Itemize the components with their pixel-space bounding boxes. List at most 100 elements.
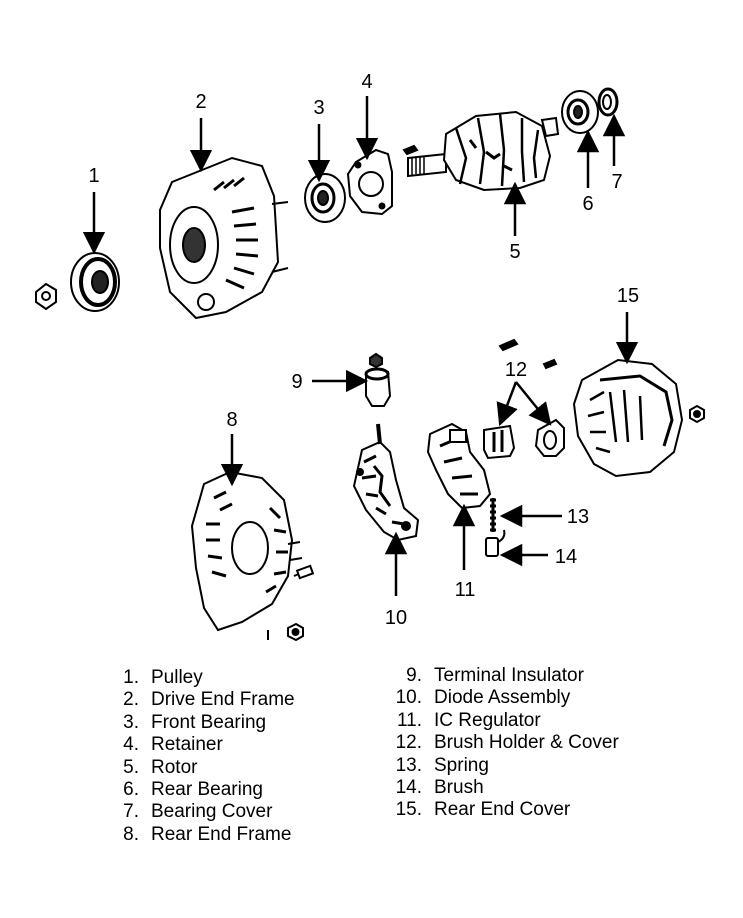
pulley-part bbox=[36, 253, 119, 311]
leader-12b bbox=[515, 381, 552, 426]
diode-assembly-details bbox=[362, 456, 404, 524]
legend-number: 12. bbox=[395, 732, 422, 754]
legend-number: 11. bbox=[396, 709, 422, 731]
ic-regulator-connector bbox=[450, 430, 466, 442]
legend-label: Retainer bbox=[151, 734, 223, 756]
terminal-insulator-top bbox=[366, 369, 388, 379]
drive-end-frame-ear bbox=[198, 294, 214, 310]
drive-end-frame-stud-top bbox=[272, 202, 288, 204]
brush-holder-body bbox=[484, 426, 514, 458]
callout-numbers: 1 2 3 4 5 6 7 8 9 10 11 12 13 14 15 bbox=[88, 71, 639, 629]
ic-regulator-part bbox=[428, 424, 490, 508]
diode-assembly-hole-1 bbox=[402, 522, 410, 530]
legend-label: Pulley bbox=[151, 667, 203, 688]
legend-item: 9. Terminal Insulator bbox=[382, 665, 619, 687]
pulley-nut bbox=[36, 284, 56, 309]
bearing-cover-ring bbox=[599, 89, 617, 115]
bearing-cover-inner bbox=[603, 95, 611, 109]
rear-end-cover-nut-hole bbox=[694, 411, 700, 417]
bearing-cover-part bbox=[599, 89, 617, 115]
legend-label: Rotor bbox=[151, 756, 198, 778]
callout-9: 9 bbox=[291, 371, 302, 393]
leader-lines bbox=[82, 96, 639, 596]
legend-item: 3.Front Bearing bbox=[103, 712, 295, 734]
legend-number: 8. bbox=[123, 823, 139, 845]
rotor-poles bbox=[456, 114, 538, 186]
callout-14: 14 bbox=[555, 546, 577, 568]
retainer-hole bbox=[359, 172, 383, 196]
callout-11: 11 bbox=[455, 579, 476, 601]
legend-label: Drive End Frame bbox=[151, 689, 295, 711]
legend-item: 2. Drive End Frame bbox=[103, 689, 295, 711]
legend-number: 14. bbox=[395, 777, 422, 799]
legend-label: Spring bbox=[434, 754, 489, 776]
legend-label: Terminal Insulator bbox=[434, 665, 584, 686]
pulley-hub bbox=[92, 271, 108, 293]
spring-part bbox=[490, 498, 496, 532]
front-bearing-bore bbox=[318, 191, 328, 205]
legend-number: 2. bbox=[123, 689, 139, 711]
drive-end-frame-hub bbox=[183, 228, 205, 262]
legend-label: Brush Holder & Cover bbox=[434, 732, 619, 754]
brush-holder-screw-1 bbox=[500, 340, 517, 350]
brush-lead bbox=[498, 530, 504, 542]
diode-assembly-part bbox=[354, 424, 418, 540]
rear-end-cover-rim bbox=[600, 376, 672, 446]
legend-number: 1. bbox=[123, 667, 139, 688]
legend-item: 10.Diode Assembly bbox=[382, 687, 619, 709]
legend-label: Rear Bearing bbox=[151, 779, 263, 801]
drive-end-frame-stud-bottom bbox=[272, 268, 288, 272]
retainer-plate bbox=[348, 150, 392, 214]
legend-item: 13. Spring bbox=[382, 755, 619, 777]
legend-number: 7. bbox=[123, 801, 139, 823]
retainer-screw bbox=[404, 146, 417, 154]
pulley-groove bbox=[81, 259, 115, 305]
legend-number: 4. bbox=[123, 734, 139, 756]
legend-number: 6. bbox=[123, 779, 139, 801]
legend-item: 8.Rear End Frame bbox=[103, 824, 295, 846]
legend-number: 15. bbox=[395, 799, 422, 821]
rotor-part bbox=[408, 112, 558, 190]
rear-end-cover-vents bbox=[588, 390, 642, 452]
rear-end-cover-part bbox=[574, 360, 704, 476]
leader-12a bbox=[496, 381, 518, 427]
diode-assembly-hole-2 bbox=[357, 469, 363, 475]
callout-12: 12 bbox=[505, 359, 527, 381]
brush-holder-part bbox=[484, 340, 564, 458]
rear-end-frame-terminal bbox=[297, 566, 313, 578]
brush-holder-screw-2 bbox=[544, 360, 556, 368]
rear-end-frame-part bbox=[192, 472, 313, 640]
brush-block bbox=[486, 538, 498, 556]
legend-number: 9. bbox=[406, 665, 422, 686]
rotor-shading bbox=[470, 140, 512, 170]
brush-part bbox=[486, 530, 504, 556]
callout-5: 5 bbox=[509, 241, 520, 263]
diode-assembly-terminal bbox=[378, 424, 380, 444]
legend-label: Diode Assembly bbox=[434, 687, 571, 709]
legend-label: Brush bbox=[434, 777, 484, 799]
legend-number: 13. bbox=[395, 754, 422, 776]
callout-1: 1 bbox=[88, 165, 99, 187]
callout-3: 3 bbox=[313, 97, 324, 119]
front-bearing-race bbox=[312, 184, 334, 212]
ic-regulator-details bbox=[440, 440, 478, 494]
callout-13: 13 bbox=[567, 506, 589, 528]
callout-8: 8 bbox=[226, 409, 237, 431]
rear-end-frame-vents bbox=[206, 492, 288, 592]
alternator-exploded-view: 1 2 3 4 5 6 7 8 9 10 11 12 13 14 15 bbox=[0, 71, 743, 660]
legend-item: 7.Bearing Cover bbox=[103, 801, 295, 823]
callout-2: 2 bbox=[195, 91, 206, 113]
rotor-slip-ring bbox=[542, 118, 558, 136]
legend-item: 11.IC Regulator bbox=[382, 710, 619, 732]
legend-number: 3. bbox=[123, 711, 139, 733]
callout-6: 6 bbox=[582, 193, 593, 215]
brush-holder-cover bbox=[536, 420, 564, 456]
retainer-screw-hole-1 bbox=[356, 163, 361, 168]
retainer-part bbox=[348, 146, 417, 214]
legend-left-column: 1. Pulley 2. Drive End Frame 3.Front Beari… bbox=[103, 667, 295, 846]
legend-item: 5.Rotor bbox=[103, 757, 295, 779]
drive-end-frame-vents bbox=[214, 178, 258, 288]
callout-15: 15 bbox=[617, 285, 639, 307]
legend-item: 14. Brush bbox=[382, 777, 619, 799]
terminal-insulator-nut bbox=[370, 354, 382, 367]
